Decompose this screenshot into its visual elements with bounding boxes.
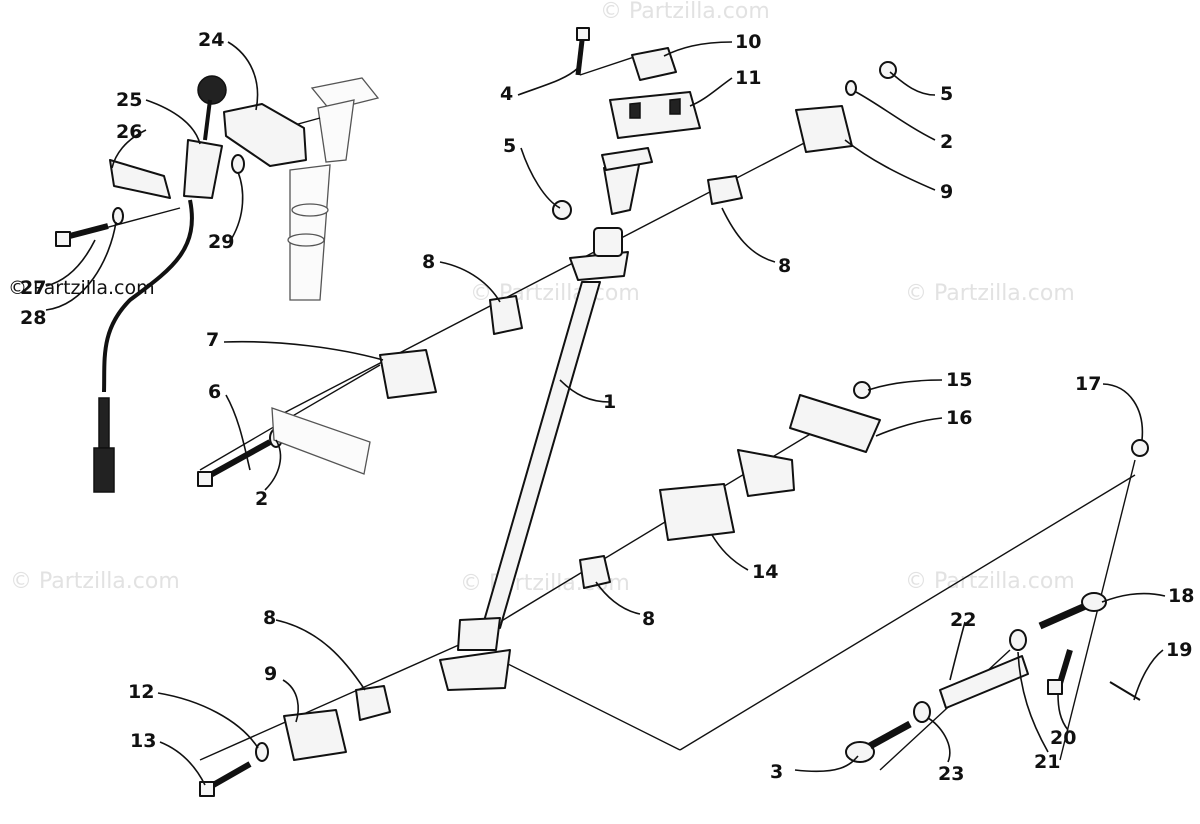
watermark: © Partzilla.com [905,569,1075,594]
watermark: © Partzilla.com [905,281,1075,306]
callout-5: 5 [503,135,516,157]
callout-14: 14 [752,561,778,583]
callout-16: 16 [946,407,972,429]
callout-11: 11 [735,67,761,89]
callout-18: 18 [1168,585,1194,607]
center-lines [59,54,1136,771]
callout-3: 3 [770,761,783,783]
component-parts [197,27,1149,797]
watermark: © Partzilla.com [10,569,180,594]
callout-1: 1 [603,391,616,413]
callout-5: 5 [940,83,953,105]
callout-labels: 1 2 2 3 4 5 5 6 7 8 8 8 8 9 9 10 11 12 1… [20,29,1194,785]
callout-2: 2 [940,131,953,153]
callout-8: 8 [422,251,435,273]
callout-17: 17 [1075,373,1101,395]
callout-25: 25 [116,89,142,111]
leader-lines [45,41,1166,786]
watermark: © Partzilla.com [8,277,155,299]
callout-9: 9 [264,663,277,685]
ghost-steering-post [287,77,380,301]
callout-27: 27 [20,277,46,299]
callout-7: 7 [206,329,219,351]
callout-21: 21 [1034,751,1060,773]
steering-shaft-1 [439,147,653,691]
callout-4: 4 [500,83,513,105]
callout-29: 29 [208,231,234,253]
callout-22: 22 [950,609,976,631]
callout-8: 8 [778,255,791,277]
callout-20: 20 [1050,727,1076,749]
callout-13: 13 [130,730,156,752]
choke-assembly [55,75,307,493]
callout-28: 28 [20,307,46,329]
callout-2: 2 [255,488,268,510]
callout-9: 9 [940,181,953,203]
callout-19: 19 [1166,639,1192,661]
callout-26: 26 [116,121,142,143]
watermark: © Partzilla.com [600,0,770,24]
callout-8: 8 [263,607,276,629]
callout-15: 15 [946,369,972,391]
callout-10: 10 [735,31,761,53]
callout-6: 6 [208,381,221,403]
callout-24: 24 [198,29,224,51]
callout-12: 12 [128,681,154,703]
callout-23: 23 [938,763,964,785]
callout-8: 8 [642,608,655,630]
